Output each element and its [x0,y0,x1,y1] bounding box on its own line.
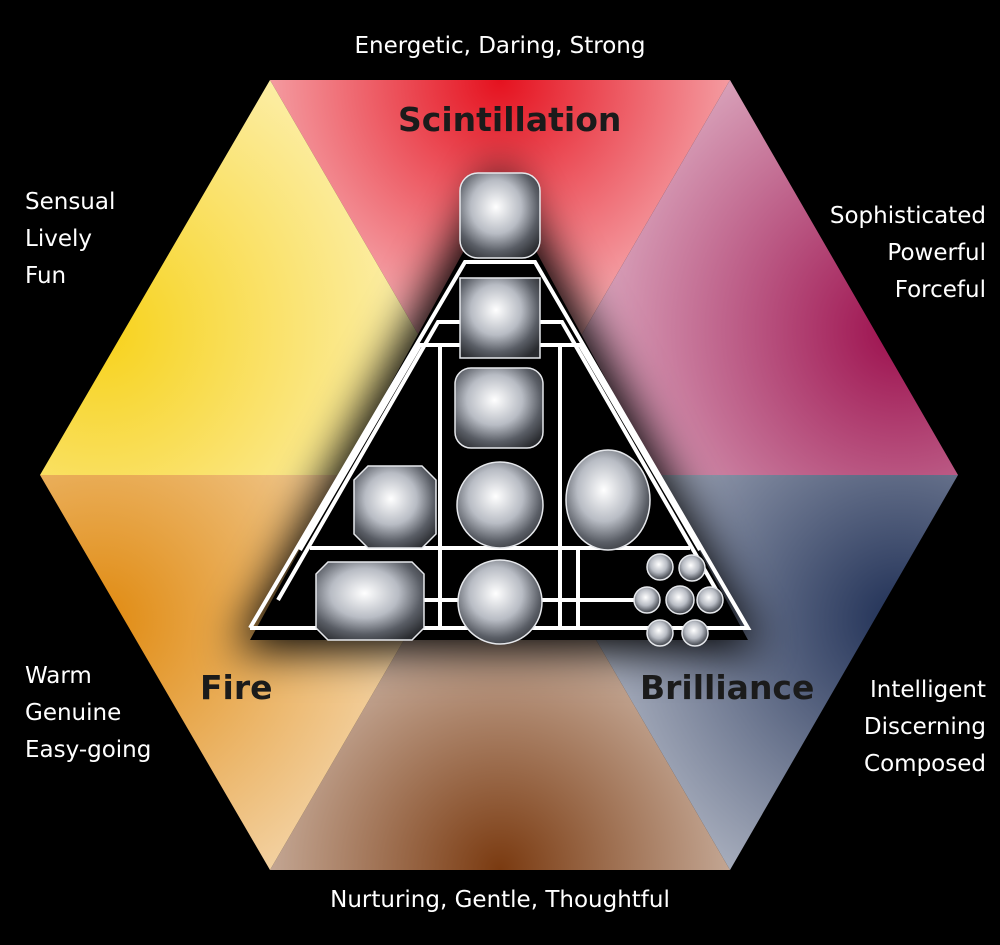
cushion-brilliant-diamond-icon [454,367,544,449]
trait-genuine: Genuine [25,700,122,726]
oval-cut-diamond-icon [565,449,651,551]
traits-upper-right: Sophisticated Powerful Forceful [830,198,986,309]
trait-fun: Fun [25,263,67,289]
princess-cut-diamond-icon [459,277,541,359]
trait-sophisticated: Sophisticated [829,203,986,229]
trait-easy-going: Easy-going [25,737,152,763]
traits-lower-right: Intelligent Discerning Composed [864,672,986,783]
cushion-cut-diamond-icon [459,172,541,259]
trait-forceful: Forceful [894,277,986,303]
diamonds [315,172,724,647]
cluster-melee-diamonds-icon [633,553,724,647]
trait-powerful: Powerful [887,240,986,266]
trait-lively: Lively [25,226,92,252]
trait-composed: Composed [864,751,986,777]
asscher-cut-diamond-icon [353,465,437,549]
trait-discerning: Discerning [863,714,986,740]
axis-label-brilliance: Brilliance [640,668,815,707]
round-brilliant-diamond-icon [456,461,544,549]
traits-top: Energetic, Daring, Strong [354,33,646,59]
sector-bottom [270,475,730,870]
trait-intelligent: Intelligent [869,677,986,703]
traits-upper-left: Sensual Lively Fun [25,184,115,295]
trait-warm: Warm [25,663,92,689]
axis-label-fire: Fire [200,668,273,707]
traits-lower-left: Warm Genuine Easy-going [25,658,151,769]
emerald-cut-diamond-icon [315,561,425,641]
axis-label-scintillation: Scintillation [398,100,622,139]
traits-bottom: Nurturing, Gentle, Thoughtful [330,887,670,913]
trait-sensual: Sensual [25,189,116,215]
round-brilliant-diamond-large-icon [457,559,543,645]
